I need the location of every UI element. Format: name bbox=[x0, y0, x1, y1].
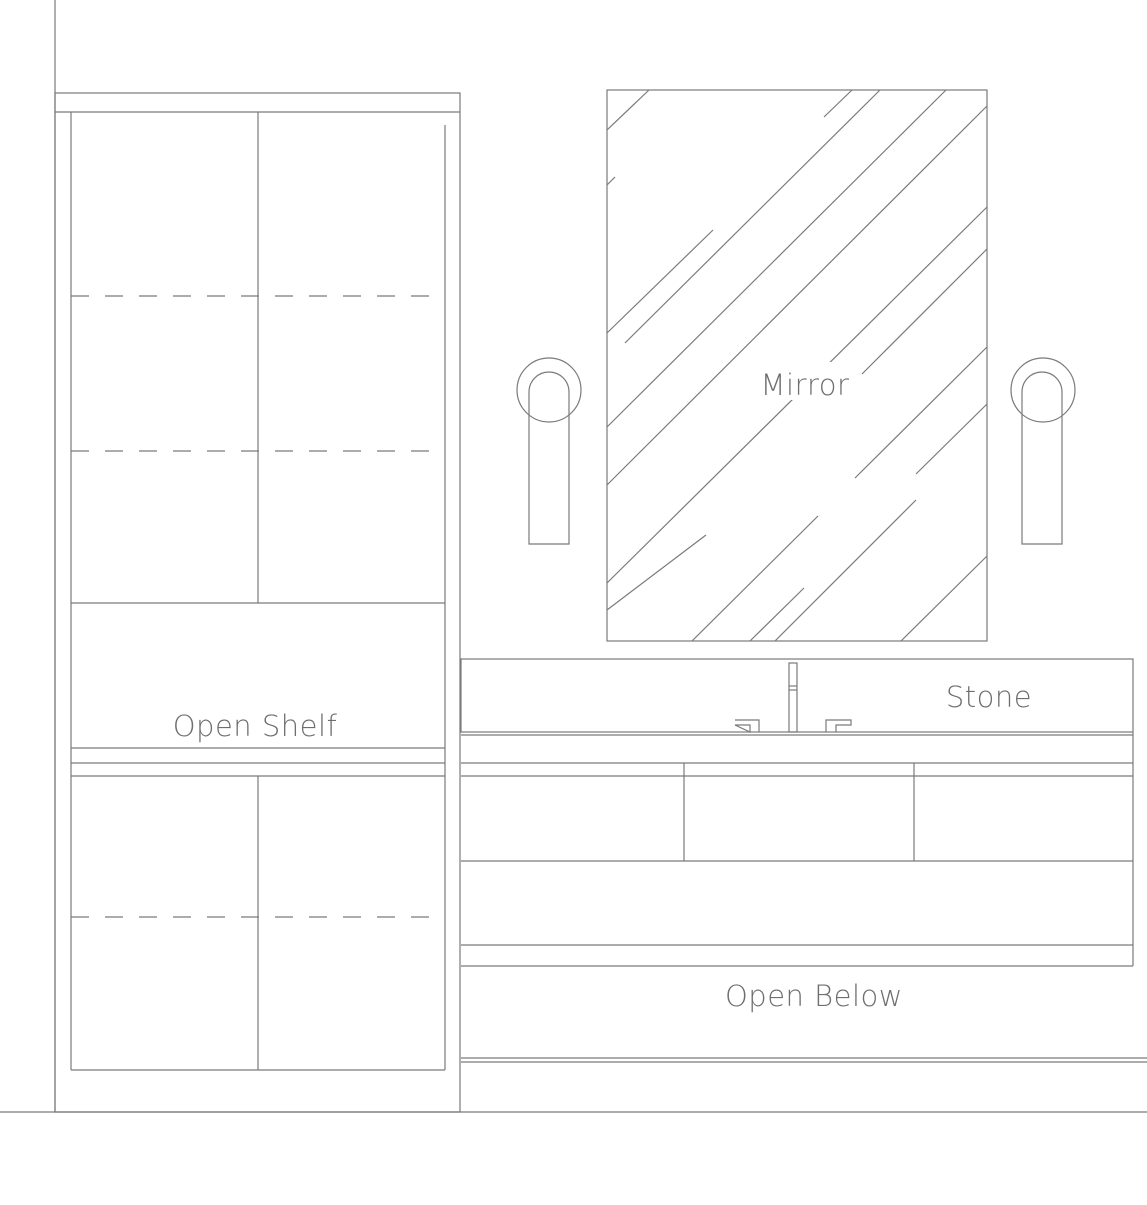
left-sconce bbox=[516, 357, 582, 545]
left-sconce-arm bbox=[528, 371, 570, 545]
upper-doors bbox=[71, 112, 445, 604]
open-below-label: Open Below bbox=[725, 979, 903, 1013]
faucet-right-handle bbox=[825, 719, 852, 732]
faucet-left-handle bbox=[734, 719, 760, 733]
open-shelf-label: Open Shelf bbox=[173, 709, 338, 743]
lower-doors bbox=[71, 776, 445, 1070]
right-sconce-backplate bbox=[1010, 357, 1076, 423]
mirror-label: Mirror bbox=[761, 368, 850, 402]
mirror: Mirror bbox=[606, 89, 988, 642]
right-sconce-arm bbox=[1021, 371, 1063, 545]
faucet bbox=[734, 662, 852, 733]
mirror-frame bbox=[606, 89, 988, 642]
left-sconce-backplate bbox=[516, 357, 582, 423]
faucet-spout bbox=[788, 662, 798, 733]
vanity: Open Below bbox=[461, 732, 1147, 1063]
open-shelf: Open Shelf bbox=[71, 709, 445, 777]
right-sconce bbox=[1010, 357, 1076, 545]
stone-label: Stone bbox=[946, 680, 1032, 714]
tall-cabinet-outline bbox=[54, 92, 461, 1113]
stone-backsplash: Stone bbox=[460, 658, 1134, 733]
tall-cabinet: Open Shelf bbox=[54, 92, 461, 1113]
